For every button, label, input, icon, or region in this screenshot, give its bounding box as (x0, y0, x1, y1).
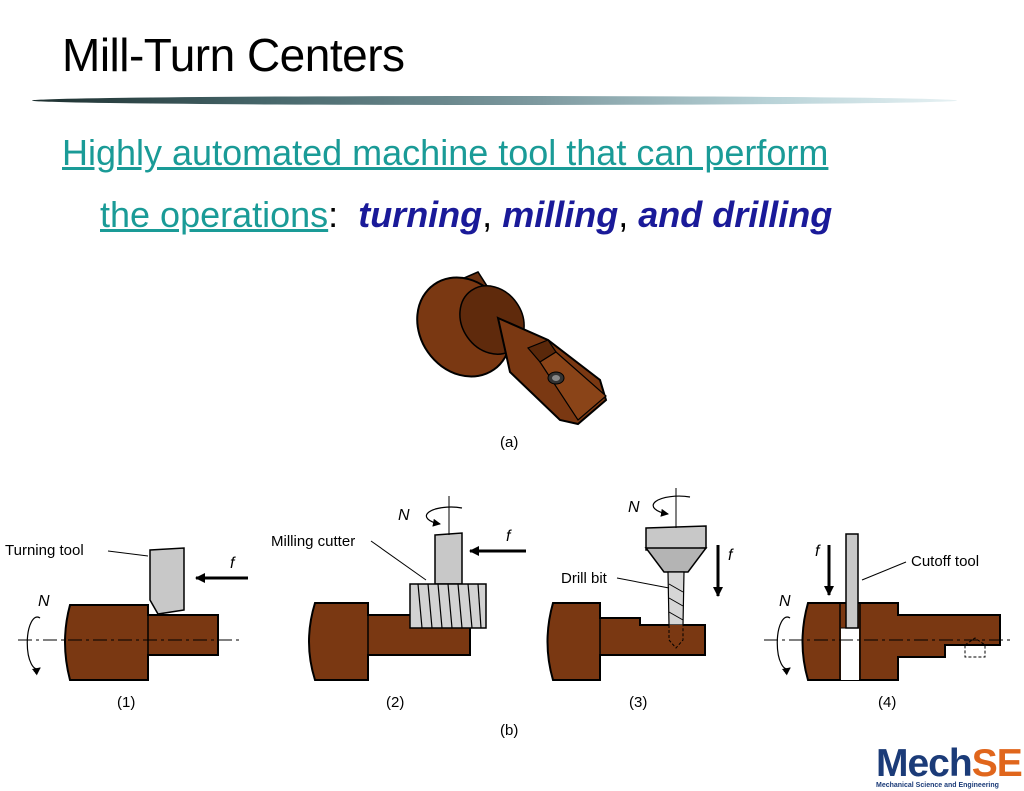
mechse-logo: MechSE Mechanical Science and Engineerin… (876, 742, 1024, 791)
cutoff-rotation-label: N (779, 593, 791, 610)
comma-2: , (618, 194, 629, 235)
intro-link-line2[interactable]: the operations (100, 194, 329, 235)
colon: : (328, 194, 339, 235)
logo-subtitle: Mechanical Science and Engineering (876, 782, 999, 789)
milling-feed-label: f (506, 528, 512, 545)
caption-2: (2) (386, 694, 404, 711)
body-line-1: Highly automated machine tool that can p… (62, 122, 962, 184)
turning-feed-label: f (230, 555, 236, 572)
op-drilling: and drilling (638, 194, 833, 235)
panel-milling (308, 496, 526, 681)
intro-link-line1[interactable]: Highly automated machine tool that can p… (62, 132, 829, 173)
caption-4: (4) (878, 694, 896, 711)
panel-cutoff (764, 533, 1012, 681)
slide-body: Highly automated machine tool that can p… (62, 122, 962, 246)
title-divider (32, 96, 957, 105)
panel-drilling (546, 488, 723, 681)
caption-b: (b) (500, 722, 518, 739)
comma-1: , (482, 194, 493, 235)
op-turning: turning (358, 194, 483, 235)
drilling-feed-label: f (728, 547, 734, 564)
caption-1: (1) (117, 694, 135, 711)
turning-rotation-label: N (38, 593, 50, 610)
milling-rotation-label: N (398, 507, 410, 524)
finished-part-illustration (416, 271, 608, 426)
caption-3: (3) (629, 694, 647, 711)
drill-bit-label: Drill bit (561, 570, 608, 587)
cutoff-tool-label: Cutoff tool (911, 553, 979, 570)
body-line-2: the operations: turning, milling, and dr… (62, 184, 962, 246)
turning-tool-label: Turning tool (5, 542, 84, 559)
logo-se-text: SE (971, 742, 1023, 785)
cutoff-feed-label: f (815, 543, 821, 560)
slide-title: Mill-Turn Centers (62, 29, 405, 81)
milling-cutter-label: Milling cutter (271, 533, 355, 550)
op-milling: milling (502, 194, 619, 235)
panel-turning (18, 547, 248, 681)
logo-mech-text: Mech (876, 742, 973, 785)
caption-a: (a) (500, 434, 518, 451)
drilling-rotation-label: N (628, 499, 640, 516)
